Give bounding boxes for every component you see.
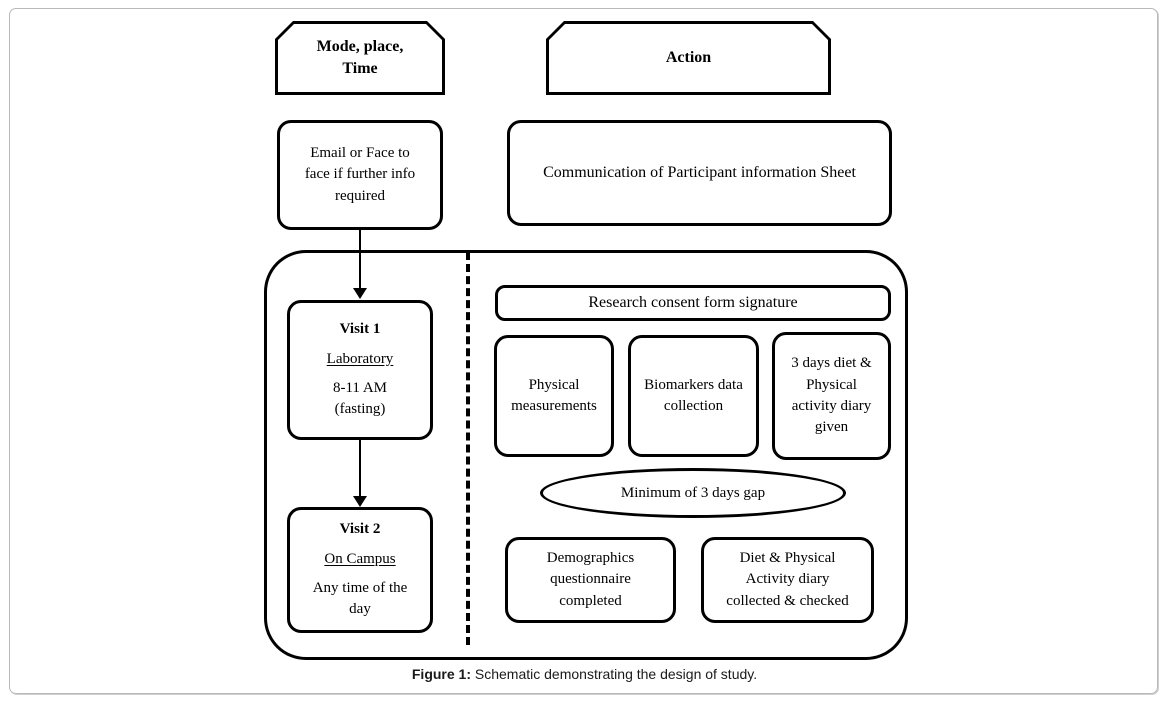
box-visit-1: Visit 1 Laboratory 8-11 AM (fasting) — [287, 300, 433, 440]
arrow-line-contact-to-visit1 — [359, 230, 361, 290]
column-divider-dashed-line — [466, 252, 470, 645]
box-diary-collected-text: Diet & Physical Activity diary collected… — [704, 548, 871, 612]
box-participant-information-sheet: Communication of Participant information… — [507, 120, 892, 226]
box-research-consent: Research consent form signature — [495, 285, 891, 321]
box-demographics-questionnaire: Demographics questionnaire completed — [505, 537, 676, 623]
box-research-consent-text: Research consent form signature — [588, 293, 798, 311]
demographics-line3: completed — [559, 592, 622, 609]
biomarkers-line2: collection — [663, 398, 724, 414]
banner-fill — [278, 24, 442, 92]
visit-2-time-line2: day — [349, 601, 371, 618]
box-visit-2-text: Visit 2 On Campus Any time of the day — [290, 519, 430, 620]
arrow-head-contact-to-visit1 — [353, 288, 367, 299]
box-biomarkers-collection: Biomarkers data collection — [628, 335, 759, 457]
physical-line1: Physical — [528, 376, 580, 393]
spacer — [296, 341, 424, 349]
figure-caption: Figure 1: Schematic demonstrating the de… — [0, 666, 1169, 682]
visit-2-title: Visit 2 — [339, 521, 381, 538]
contact-mode-line2: face if further info — [304, 166, 416, 183]
header-banner-action: Action — [546, 21, 831, 95]
header-banner-action-text: Action — [665, 48, 712, 66]
figure-caption-text: Schematic demonstrating the design of st… — [474, 666, 758, 682]
box-diary-given: 3 days diet & Physical activity diary gi… — [772, 332, 891, 460]
visit-1-time-line1: 8-11 AM — [332, 380, 388, 396]
biomarkers-line1: Biomarkers data — [644, 376, 743, 393]
visit-2-place: On Campus — [324, 550, 396, 567]
figure-caption-label: Figure 1: — [411, 666, 471, 682]
diary-collected-line3: collected & checked — [726, 592, 849, 609]
spacer — [296, 370, 424, 378]
contact-mode-line3: required — [335, 187, 385, 204]
box-contact-mode-text: Email or Face to face if further info re… — [280, 143, 440, 207]
study-visits-container — [264, 250, 908, 660]
box-demographics-questionnaire-text: Demographics questionnaire completed — [508, 548, 673, 612]
box-contact-mode: Email or Face to face if further info re… — [277, 120, 443, 230]
diary-given-line1: 3 days diet & — [791, 355, 872, 372]
banner-fill — [549, 24, 828, 92]
visit-2-time-line1: Any time of the — [312, 580, 408, 596]
box-physical-measurements: Physical measurements — [494, 335, 614, 457]
header-banner-mode-place-time-text: Mode, place, Time — [275, 36, 445, 80]
box-diary-given-text: 3 days diet & Physical activity diary gi… — [775, 353, 888, 438]
ellipse-minimum-gap-text: Minimum of 3 days gap — [620, 484, 766, 501]
demographics-line2: questionnaire — [550, 571, 631, 588]
diary-given-line3: activity diary — [791, 398, 872, 414]
box-biomarkers-collection-text: Biomarkers data collection — [631, 375, 756, 418]
visit-1-title: Visit 1 — [339, 321, 381, 338]
visit-1-place: Laboratory — [326, 350, 394, 367]
box-participant-information-sheet-text: Communication of Participant information… — [543, 163, 856, 181]
diary-given-line4: given — [814, 419, 849, 436]
spacer — [296, 570, 424, 578]
box-diary-collected: Diet & Physical Activity diary collected… — [701, 537, 874, 623]
header-left-line2: Time — [342, 60, 378, 77]
box-physical-measurements-text: Physical measurements — [497, 375, 611, 418]
contact-mode-line1: Email or Face to — [310, 145, 410, 162]
header-left-line1: Mode, place, — [316, 37, 404, 55]
header-banner-mode-place-time: Mode, place, Time — [275, 21, 445, 95]
diary-collected-line1: Diet & Physical — [739, 550, 836, 567]
arrow-line-visit1-to-visit2 — [359, 440, 361, 498]
physical-line2: measurements — [511, 398, 597, 414]
box-visit-1-text: Visit 1 Laboratory 8-11 AM (fasting) — [290, 319, 430, 420]
spacer — [296, 541, 424, 549]
visit-1-time-line2: (fasting) — [334, 401, 386, 418]
diary-collected-line2: Activity diary — [745, 571, 830, 588]
ellipse-minimum-gap: Minimum of 3 days gap — [540, 468, 846, 518]
demographics-line1: Demographics — [546, 550, 635, 567]
diary-given-line2: Physical — [806, 376, 857, 393]
arrow-head-visit1-to-visit2 — [353, 496, 367, 507]
box-visit-2: Visit 2 On Campus Any time of the day — [287, 507, 433, 633]
